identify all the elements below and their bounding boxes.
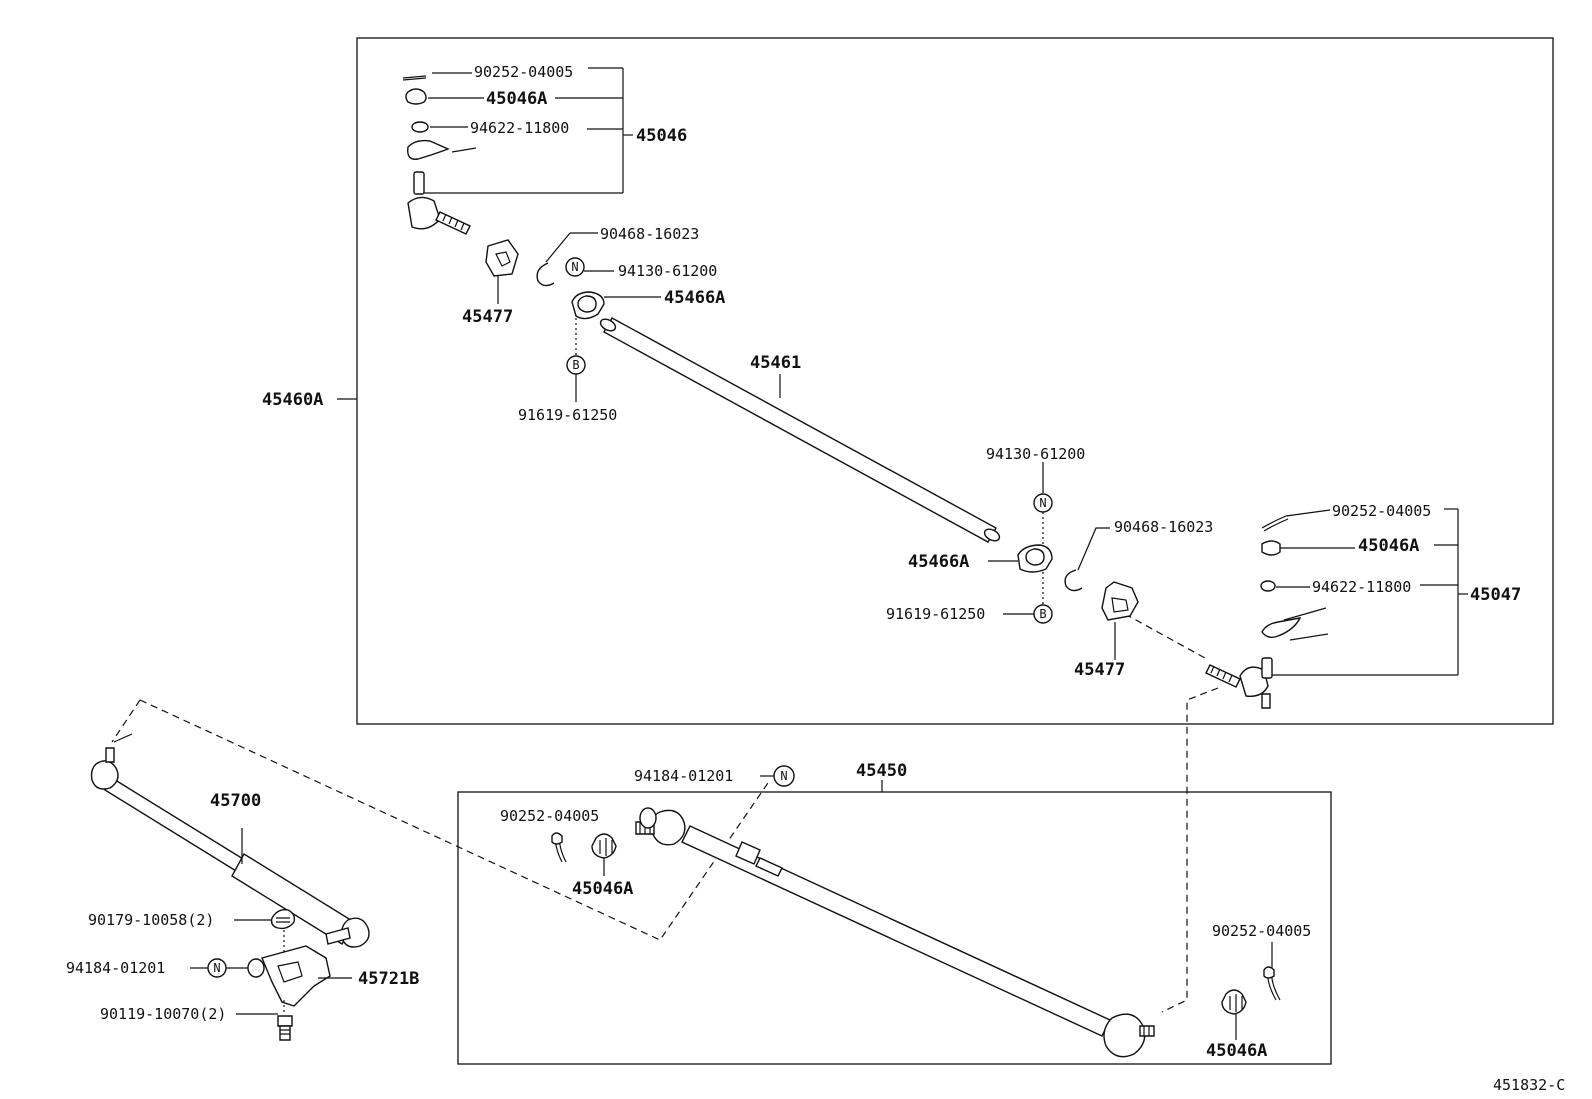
label-45450: 45450	[856, 761, 907, 781]
bracket-45046	[424, 67, 633, 194]
label-90252-04005-upper-left: 90252-04005	[474, 63, 573, 81]
damper-bracket-45721B	[247, 908, 352, 1041]
assembly-line-drag-link	[111, 699, 771, 941]
nut-94184-symbol-bracket: N	[190, 958, 248, 978]
nut-symbol-letter: N	[780, 769, 787, 783]
bolt-symbol-letter: B	[572, 358, 579, 372]
assembly-line-right-end	[1124, 613, 1219, 1013]
bracket-45047	[1268, 508, 1468, 676]
label-45046A-right: 45046A	[1358, 536, 1419, 556]
label-45046A-drag-right: 45046A	[1206, 1041, 1267, 1061]
label-90252-04005-drag-left: 90252-04005	[500, 807, 599, 825]
cotter-pin-left	[536, 232, 571, 287]
tie-rod-end-right	[1205, 509, 1355, 709]
tie-rod-assembly-frame	[356, 37, 1554, 725]
label-90252-04005-drag-right: 90252-04005	[1212, 922, 1311, 940]
label-45047: 45047	[1470, 585, 1521, 605]
label-45466A-upper: 45466A	[664, 288, 725, 308]
label-45461: 45461	[750, 353, 801, 373]
bolt-91619-symbol-lower: B	[1003, 604, 1053, 624]
cotter-pin-right	[1064, 527, 1110, 592]
clamp-45477-left	[485, 239, 519, 304]
clamp-45466A-upper	[571, 291, 661, 356]
clamp-45466A-lower	[988, 544, 1053, 605]
label-90119-10070: 90119-10070(2)	[100, 1005, 226, 1023]
figure-code: 451832-C	[1493, 1076, 1565, 1094]
label-90468-16023-upper: 90468-16023	[600, 225, 699, 243]
label-45046A-drag-left: 45046A	[572, 879, 633, 899]
label-90252-04005-right: 90252-04005	[1332, 502, 1431, 520]
steering-damper-45700	[90, 733, 370, 948]
label-90179-10058: 90179-10058(2)	[88, 911, 214, 929]
drag-link-45450	[635, 807, 1155, 1058]
label-94184-01201-bracket: 94184-01201	[66, 959, 165, 977]
label-91619-61250-lower: 91619-61250	[886, 605, 985, 623]
bolt-91619-symbol-upper: B	[566, 355, 586, 402]
nut-symbol-letter: N	[1039, 496, 1046, 510]
label-94622-11800-upper-left: 94622-11800	[470, 119, 569, 137]
nut-94184-symbol-drag-link: N	[760, 765, 795, 787]
nut-94130-symbol-upper: N	[565, 257, 614, 277]
nut-94130-symbol-lower: N	[1033, 462, 1053, 545]
label-94130-61200-lower: 94130-61200	[986, 445, 1085, 463]
label-45700: 45700	[210, 791, 261, 811]
clamp-45477-right	[1101, 581, 1139, 660]
drag-link-cotter-left	[551, 832, 567, 863]
tie-rod-tube-45461	[599, 317, 1001, 543]
castle-nut-45046A-drag-right	[1221, 989, 1247, 1040]
label-94184-01201-drag-link: 94184-01201	[634, 767, 733, 785]
label-94130-61200-upper: 94130-61200	[618, 262, 717, 280]
drag-link-cotter-right	[1263, 942, 1281, 1001]
label-90468-16023-lower: 90468-16023	[1114, 518, 1213, 536]
label-91619-61250-upper: 91619-61250	[518, 406, 617, 424]
label-45460A: 45460A	[262, 390, 323, 410]
nut-symbol-letter: N	[571, 260, 578, 274]
label-94622-11800-right: 94622-11800	[1312, 578, 1411, 596]
label-45721B: 45721B	[358, 969, 419, 989]
label-45477-lower: 45477	[1074, 660, 1125, 680]
drag-link-frame	[457, 791, 1332, 1065]
castle-nut-45046A-drag-left	[591, 833, 617, 859]
label-45046: 45046	[636, 126, 687, 146]
label-45477-upper: 45477	[462, 307, 513, 327]
label-45046A-upper-left: 45046A	[486, 89, 547, 109]
label-45466A-lower: 45466A	[908, 552, 969, 572]
nut-symbol-letter: N	[213, 961, 220, 975]
bolt-symbol-letter: B	[1039, 607, 1046, 621]
tie-rod-end-left	[402, 75, 477, 235]
